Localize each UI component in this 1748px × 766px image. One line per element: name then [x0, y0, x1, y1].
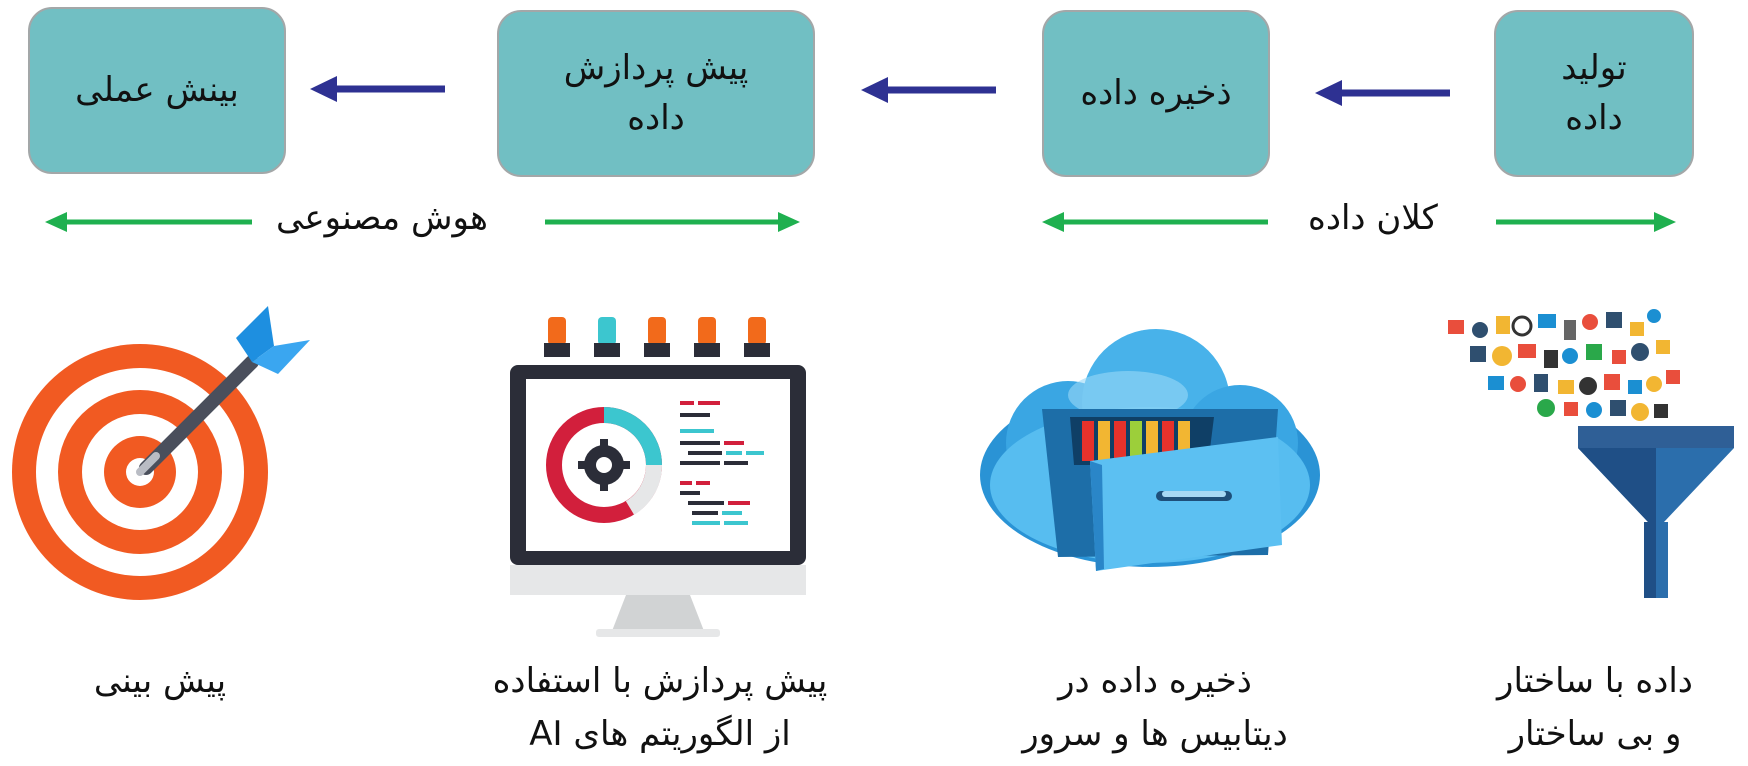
- funnel-shape: [1578, 426, 1734, 598]
- target-dart-icon: [12, 306, 310, 600]
- stage-box-actionable-insight: بینش عملی: [28, 7, 286, 174]
- flow-arrow-2: [861, 77, 996, 103]
- big-data-band-right-arrow: [1496, 212, 1676, 232]
- ai-band-label: هوش مصنوعی: [276, 198, 488, 238]
- ai-band-left-arrow: [45, 212, 252, 232]
- big-data-band-label: کلان داده: [1308, 198, 1438, 238]
- caption-ai-preprocessing: پیش پردازش با استفاده از الگوریتم های AI: [492, 661, 828, 754]
- monitor-analytics-icon: [510, 317, 806, 637]
- big-data-band-left-arrow: [1042, 212, 1268, 232]
- stage-box-data-preprocessing: پیش پردازش داده: [497, 10, 815, 177]
- data-funnel-icon: [1448, 309, 1734, 598]
- cartridges: [544, 317, 770, 357]
- flow-arrow-1: [1315, 80, 1450, 106]
- caption-database-storage: ذخیره داده در دیتابیس ها و سرور: [1022, 661, 1288, 754]
- stage-box-data-generation: تولید داده: [1494, 10, 1694, 177]
- code-lines: [680, 401, 764, 525]
- cloud-drawer-icon: [980, 329, 1320, 571]
- ai-band-right-arrow: [545, 212, 800, 232]
- scattered-data-icons: [1448, 309, 1680, 421]
- stage-box-data-storage: ذخیره داده: [1042, 10, 1270, 177]
- caption-structured-unstructured-data: داده با ساختار و بی ساختار: [1497, 661, 1693, 754]
- file-drawer: [1042, 409, 1282, 571]
- flow-arrow-3: [310, 76, 445, 102]
- donut-chart: [546, 407, 663, 523]
- caption-prediction: پیش بینی: [93, 661, 227, 701]
